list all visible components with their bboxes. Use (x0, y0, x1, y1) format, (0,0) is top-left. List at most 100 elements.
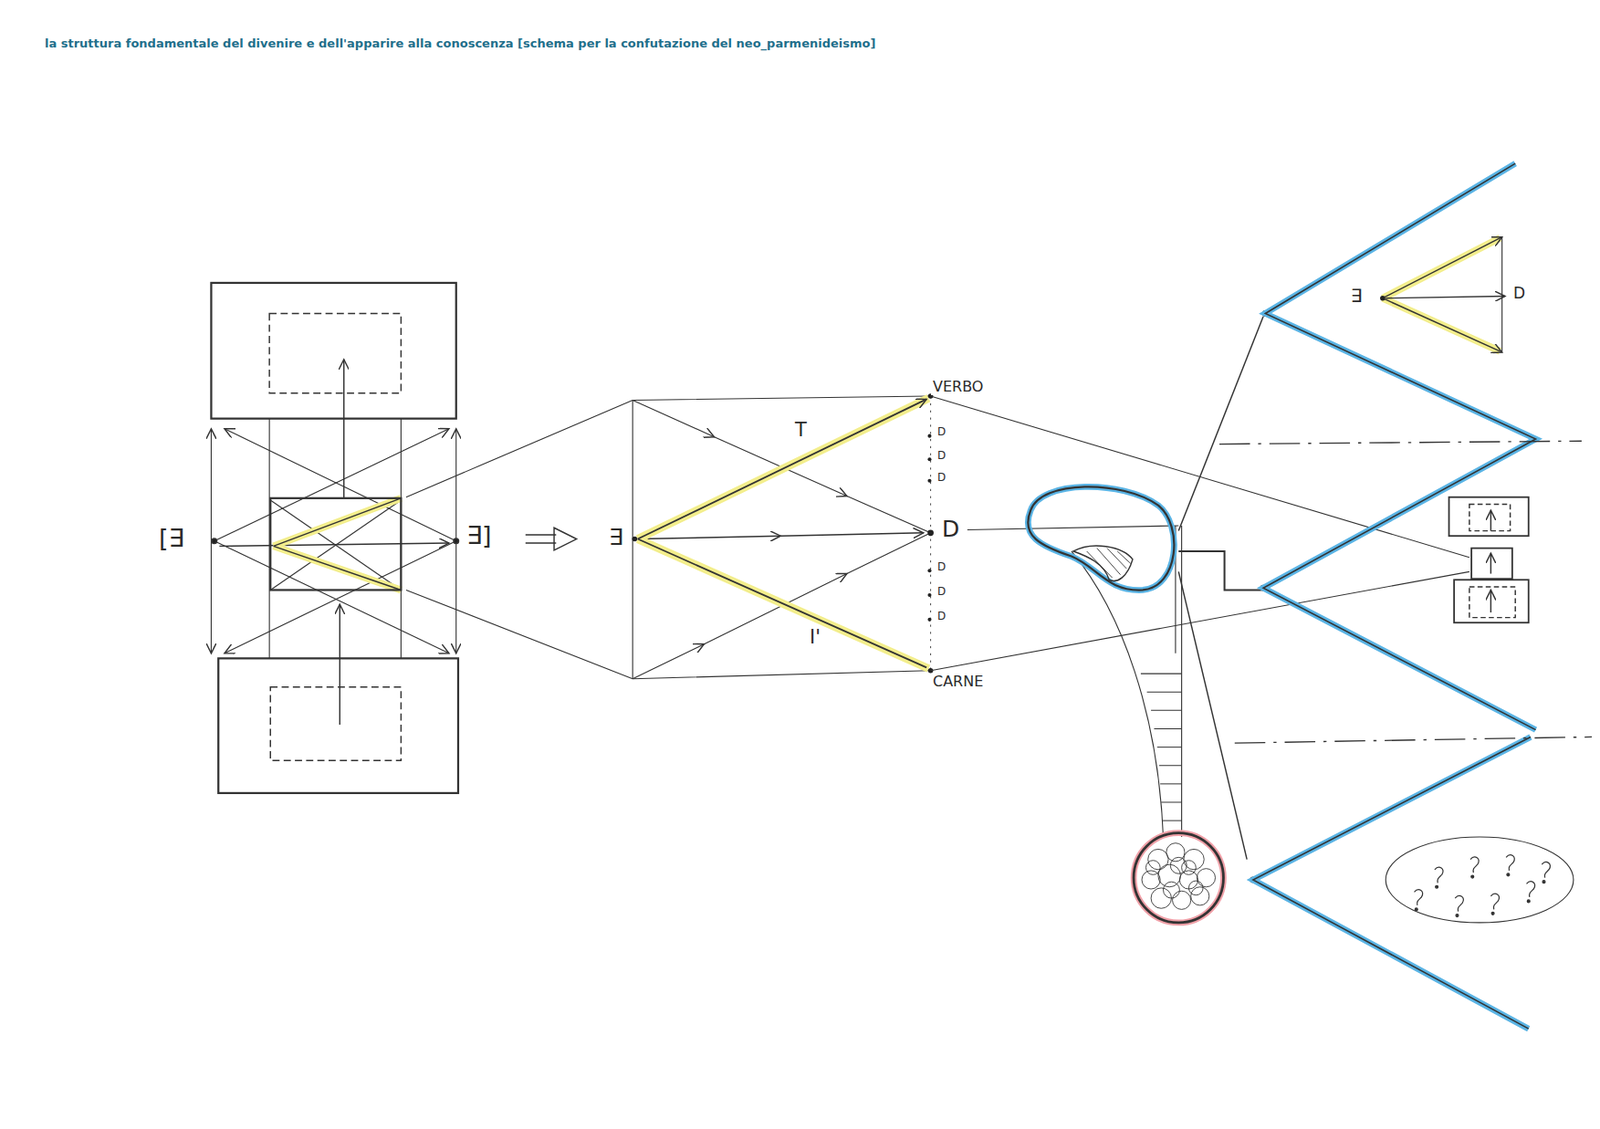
drawing-line (1382, 237, 1503, 299)
drawing-path (554, 527, 577, 551)
drawing-circle (1526, 899, 1530, 903)
drawing-circle (927, 593, 931, 597)
drawing-path (1027, 486, 1174, 590)
drawing-line (1490, 589, 1492, 613)
drawing-path (1253, 163, 1537, 1029)
drawing-path (1073, 545, 1133, 581)
drawing-line (1160, 801, 1182, 803)
drawing-line (637, 398, 927, 539)
drawing-circle (1380, 295, 1386, 302)
diagram-title: la struttura fondamentale del divenire e… (44, 36, 876, 51)
organ-figure (1027, 310, 1268, 923)
drawing-line (1382, 298, 1503, 353)
drawing-circle (1166, 843, 1185, 862)
drawing-circle (1191, 887, 1210, 906)
drawing-line (632, 644, 704, 680)
drawing-line (780, 533, 924, 536)
drawing-path (1454, 896, 1464, 912)
drawing-line (967, 525, 1179, 530)
drawing-circle (1172, 890, 1192, 910)
drawing-path (1526, 881, 1536, 898)
diagram-label: D (940, 516, 962, 544)
drawing-line (637, 535, 782, 539)
drawing-line (1385, 295, 1506, 298)
drawing-path (1382, 238, 1501, 352)
drawing-rect (1471, 548, 1513, 580)
drawing-line (406, 400, 633, 498)
drawing-circle (1181, 860, 1197, 876)
drawing-line (343, 359, 345, 499)
drawing-circle (1542, 880, 1546, 884)
drawing-line (637, 539, 927, 669)
drawing-circle (211, 538, 218, 544)
diagram-label: CARNE (930, 673, 985, 691)
drawing-path (637, 397, 930, 669)
drawing-circle (1163, 881, 1181, 899)
diagram-label: ∃ (1349, 285, 1365, 307)
drawing-line (703, 574, 848, 645)
drawing-path (1434, 867, 1444, 883)
drawing-circle (1148, 848, 1169, 869)
chevron-figure (1219, 163, 1592, 1029)
drawing-circle (1491, 911, 1495, 915)
drawing-path (1027, 486, 1174, 590)
drawing-circle (1414, 908, 1418, 911)
drawing-ellipse (1385, 836, 1574, 923)
diagram-label: [∃ (156, 523, 187, 553)
diagram-label: D (935, 610, 948, 624)
drawing-line (1178, 316, 1264, 532)
drawing-line (1160, 783, 1182, 785)
drawing-line (1153, 728, 1182, 730)
diagram-label: D (935, 449, 948, 463)
drawing-path (632, 396, 931, 680)
drawing-line (1490, 553, 1492, 574)
drawing-circle (1133, 833, 1224, 923)
drawing-path (1490, 893, 1499, 910)
drawing-circle (1170, 857, 1187, 874)
drawing-circle (927, 617, 931, 622)
diagram-label: D (935, 561, 948, 575)
drawing-path (273, 498, 402, 591)
drawing-line (406, 589, 633, 679)
drawing-line (339, 604, 341, 725)
drawing-rect (1449, 497, 1529, 536)
drawing-rect (270, 687, 401, 761)
drawing-line (1161, 820, 1182, 822)
drawing-rect (269, 313, 401, 393)
drawing-path (1505, 855, 1515, 871)
drawing-rect (218, 658, 459, 794)
drawing-line (1159, 764, 1182, 766)
drawing-rect (1453, 579, 1529, 623)
drawing-g (1250, 310, 1269, 883)
drawing-circle (927, 434, 931, 439)
drawing-circle (632, 536, 638, 543)
drawing-rect (1469, 586, 1516, 618)
drawing-path (273, 498, 402, 591)
drawing-line (847, 533, 931, 575)
diagram-label: D (935, 426, 948, 440)
drawing-line (1140, 673, 1182, 675)
middle-figure (632, 393, 1470, 679)
drawing-g (632, 393, 934, 673)
diagram-label: T (793, 418, 809, 441)
drawing-path (1071, 551, 1164, 837)
diagram-label: D (935, 471, 948, 485)
drawing-line (1150, 710, 1182, 712)
left-figure (210, 282, 633, 794)
drawing-circle (1145, 860, 1161, 876)
drawing-circle (1196, 868, 1215, 888)
diagram-label: VERBO (930, 378, 985, 396)
drawing-circle (1471, 875, 1475, 879)
drawing-circle (453, 538, 460, 544)
drawing-circle (1133, 833, 1224, 923)
drawing-circle (1188, 880, 1203, 896)
drawing-line (1178, 571, 1247, 859)
drawing-circle (927, 568, 931, 573)
diagram-label: ∃ (606, 524, 626, 552)
drawing-g (1414, 855, 1551, 918)
drawing-line (224, 541, 457, 654)
drawing-line (1157, 746, 1182, 748)
drawing-path (1470, 857, 1479, 873)
drawing-line (847, 496, 931, 534)
